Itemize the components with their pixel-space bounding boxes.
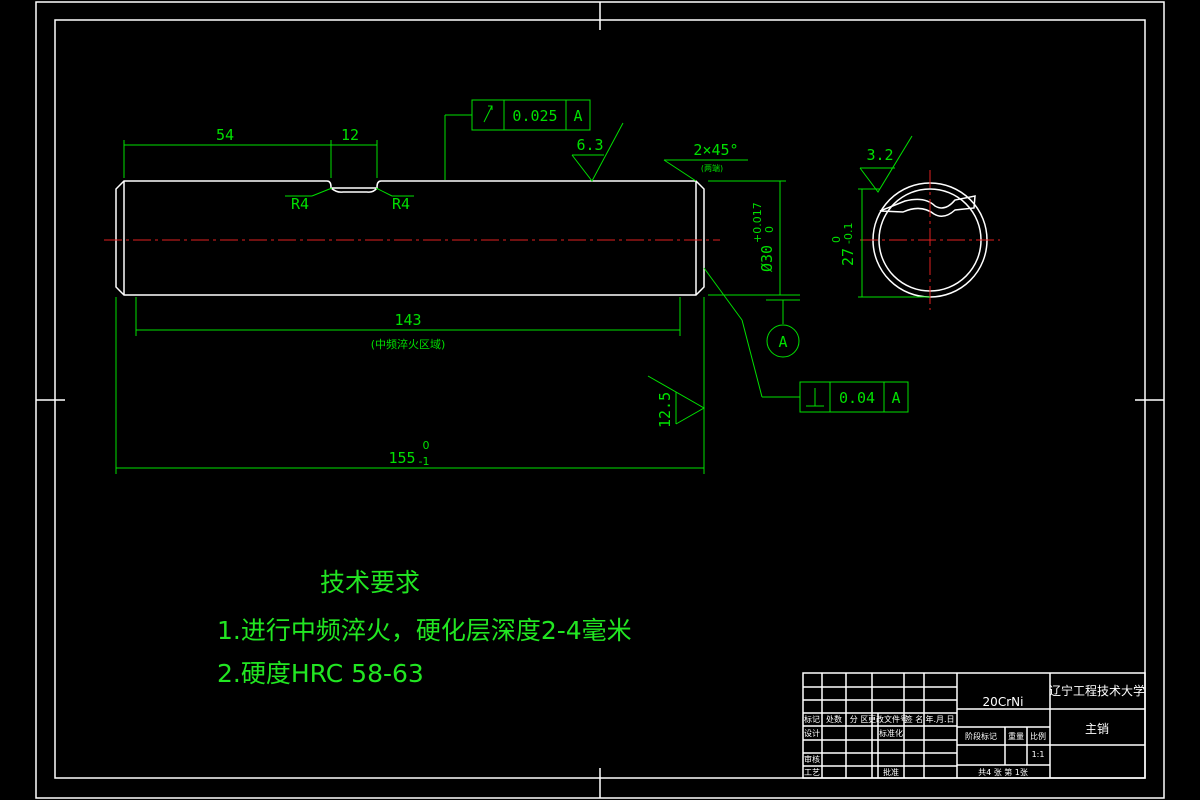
svg-text:-0.1: -0.1 — [842, 223, 855, 244]
dim-12: 12 — [331, 126, 378, 178]
part-name: 主销 — [1085, 722, 1109, 736]
svg-text:批准: 批准 — [883, 767, 899, 777]
radius-left-text: R4 — [291, 195, 309, 213]
svg-text:-1: -1 — [419, 455, 430, 468]
svg-text:签 名: 签 名 — [905, 714, 924, 724]
svg-text:共4 张 第 1张: 共4 张 第 1张 — [978, 767, 1028, 777]
dim-155: 155 0 -1 — [115, 297, 705, 474]
svg-text:143: 143 — [394, 311, 421, 329]
svg-text:0.04: 0.04 — [839, 389, 875, 407]
svg-text:分 区: 分 区 — [850, 715, 869, 724]
dim-12-text: 12 — [341, 126, 359, 144]
svg-text:重量: 重量 — [1008, 731, 1024, 741]
svg-text:155: 155 — [388, 449, 415, 467]
svg-text:A: A — [891, 389, 900, 407]
material-label: 20CrNi — [983, 695, 1024, 709]
requirements-title: 技术要求 — [320, 568, 420, 597]
svg-text:0.025: 0.025 — [512, 107, 557, 125]
cross-section-view — [860, 170, 1000, 310]
requirement-item-2: 2.硬度HRC 58-63 — [217, 659, 424, 688]
svg-text:设计: 设计 — [804, 728, 820, 738]
runout-symbol-icon — [483, 105, 493, 123]
svg-text:A: A — [778, 333, 787, 351]
dim-54: 54 — [123, 126, 332, 178]
svg-text:年.月.日: 年.月.日 — [925, 714, 954, 724]
roughness-12-5: 12.5 — [647, 375, 706, 428]
roughness-3-2: 3.2 — [859, 135, 913, 193]
dim-143: 143 (中频淬火区域) — [135, 297, 681, 351]
svg-text:阶段标记: 阶段标记 — [965, 731, 997, 741]
svg-text:1:1: 1:1 — [1032, 750, 1045, 759]
svg-text:27: 27 — [839, 248, 857, 266]
runout-tolerance-frame: 0.025 A — [444, 99, 591, 180]
sheet-border — [35, 1, 1165, 799]
svg-text:+0.017: +0.017 — [751, 202, 764, 243]
svg-text:12.5: 12.5 — [656, 392, 674, 428]
svg-text:Ø30: Ø30 — [758, 245, 776, 272]
school-name: 辽宁工程技术大学 — [1049, 683, 1145, 698]
radius-leaders: R4 R4 — [285, 187, 414, 213]
svg-text:审核: 审核 — [804, 754, 820, 764]
shaft-outline — [115, 180, 705, 296]
svg-text:(两端): (两端) — [701, 163, 723, 173]
svg-text:3.2: 3.2 — [866, 146, 893, 164]
dim-54-text: 54 — [216, 126, 234, 144]
perpendicularity-tolerance-frame: 0.04 A — [703, 267, 909, 413]
svg-text:6.3: 6.3 — [576, 136, 603, 154]
svg-text:2×45°: 2×45° — [693, 141, 738, 159]
svg-text:0: 0 — [830, 236, 843, 243]
svg-text:工艺: 工艺 — [804, 768, 820, 777]
svg-text:标记: 标记 — [804, 714, 820, 724]
dim-27: 27 0 -0.1 — [830, 188, 930, 298]
svg-text:比例: 比例 — [1030, 731, 1046, 741]
svg-text:处数: 处数 — [826, 714, 842, 724]
svg-text:0: 0 — [763, 226, 776, 233]
radius-right-text: R4 — [392, 195, 410, 213]
svg-text:标准化: 标准化 — [879, 728, 903, 738]
dim-diameter: Ø30 +0.017 0 — [708, 180, 800, 296]
chamfer-note: 2×45° (两端) — [663, 141, 748, 182]
technical-requirements: 技术要求 1.进行中频淬火，硬化层深度2-4毫米 2.硬度HRC 58-63 — [217, 568, 632, 688]
requirement-item-1: 1.进行中频淬火，硬化层深度2-4毫米 — [217, 616, 632, 645]
roughness-6-3: 6.3 — [571, 122, 624, 182]
svg-text:A: A — [573, 107, 582, 125]
svg-text:更改文件号: 更改文件号 — [868, 714, 908, 724]
svg-text:(中频淬火区域): (中频淬火区域) — [371, 337, 446, 351]
datum-a: A — [766, 299, 800, 358]
title-block: 标记 处数 分 区 更改文件号 签 名 年.月.日 设计 标准化 审核 工艺 批… — [802, 672, 1146, 779]
svg-text:0: 0 — [423, 439, 430, 452]
